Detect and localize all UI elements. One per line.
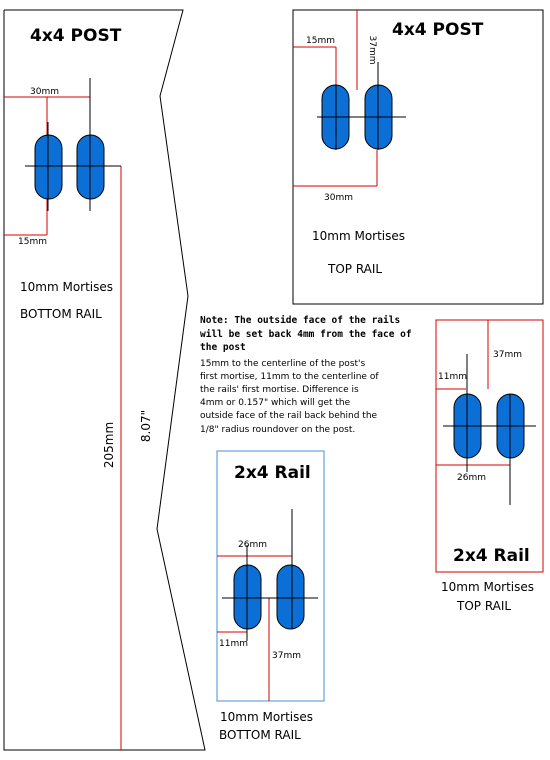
rail-top-centerlines — [443, 354, 536, 505]
post-top-title: 4x4 POST — [392, 20, 484, 40]
rail-bottom-dim-37: 37mm — [272, 651, 301, 661]
rail-bottom-caption-mortises: 10mm Mortises — [220, 710, 313, 724]
rail-bottom-centerlines — [222, 509, 318, 641]
post-title: 4x4 POST — [30, 26, 122, 46]
post-top-dim-15: 15mm — [306, 36, 335, 46]
post-dim-15: 15mm — [18, 237, 47, 247]
post-centerlines — [25, 78, 121, 211]
post-top-dim-30: 30mm — [324, 193, 353, 203]
rail-top-caption-mortises: 10mm Mortises — [441, 580, 534, 594]
post-top-outline — [292, 9, 544, 305]
post-top-caption-rail: TOP RAIL — [327, 262, 382, 276]
rail-top-dim-37: 37mm — [493, 350, 522, 360]
post-caption-mortises: 10mm Mortises — [20, 280, 113, 294]
note-bold-line: Note: The outside face of the rails — [200, 315, 400, 326]
rail-top-title: 2x4 Rail — [453, 546, 530, 566]
rail-bottom-outline — [216, 450, 325, 702]
mortise-slot — [276, 564, 305, 630]
note-line: 1/8" radius roundover on the post. — [200, 425, 355, 435]
note-bold-line: will be set back 4mm from the face of — [200, 329, 412, 340]
rail-bottom-panel: 2x4 Rail 26mm 11mm 37mm 10mm Mortises BO… — [216, 450, 325, 742]
post-dim-205: 205mm — [102, 422, 116, 468]
post-top-dim-37: 37mm — [367, 36, 377, 65]
rail-bottom-dim-26: 26mm — [238, 540, 267, 550]
post-dim-807: 8.07" — [139, 410, 153, 442]
note-bold-line: the post — [200, 342, 246, 353]
rail-top-dim-11: 11mm — [438, 372, 467, 382]
note-line: 15mm to the centerline of the post's — [200, 359, 366, 369]
note-line: first mortise, 11mm to the centerline of — [200, 372, 379, 382]
rail-top-outline — [435, 319, 544, 573]
note-line: 4mm or 0.157" which will get the — [200, 398, 351, 408]
post-dimension-lines — [4, 96, 122, 750]
note-block: Note: The outside face of the rails will… — [200, 315, 412, 435]
rail-top-caption-rail: TOP RAIL — [456, 599, 511, 613]
rail-bottom-dim-11: 11mm — [219, 639, 248, 649]
rail-bottom-caption-rail: BOTTOM RAIL — [219, 728, 301, 742]
post-outline — [3, 9, 206, 751]
post-dim-30: 30mm — [30, 87, 59, 97]
post-top-panel: 4x4 POST 15mm 37mm 30mm 10mm Mortises TO… — [292, 9, 544, 305]
note-line: the rails' first mortise. Difference is — [200, 385, 359, 395]
post-top-dimension-lines — [293, 10, 378, 187]
post-caption-rail: BOTTOM RAIL — [20, 307, 102, 321]
rail-top-panel: 11mm 37mm 26mm 2x4 Rail 10mm Mortises TO… — [435, 319, 544, 613]
post-bottom-panel: 4x4 POST 30mm 15mm 10mm Mortises BOTTOM … — [3, 9, 206, 751]
post-top-centerlines — [317, 62, 406, 150]
note-line: outside face of the rail back behind the — [200, 411, 378, 421]
rail-top-dim-26: 26mm — [457, 473, 486, 483]
post-top-caption-mortises: 10mm Mortises — [312, 229, 405, 243]
rail-bottom-title: 2x4 Rail — [234, 463, 311, 483]
